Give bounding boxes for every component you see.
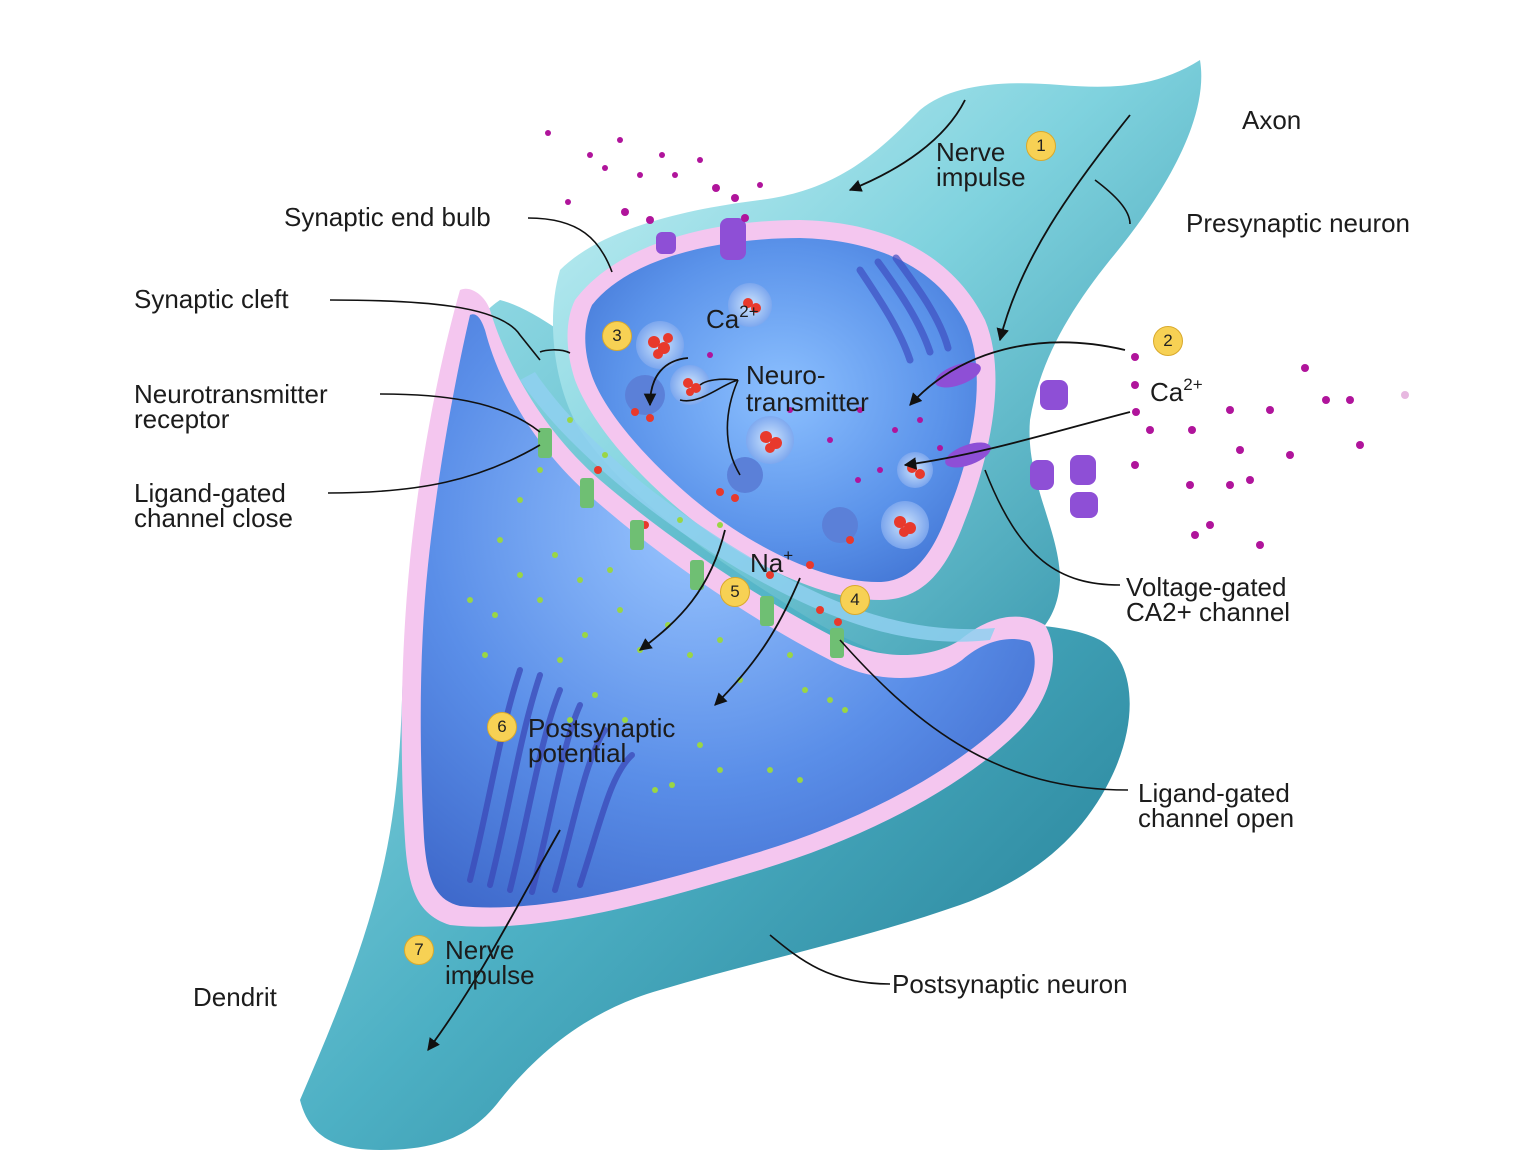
step-badge-7: 7	[404, 935, 434, 965]
step-badge-3: 3	[602, 321, 632, 351]
label-neurotransmitter-2: transmitter	[746, 387, 869, 417]
label-presynaptic-neuron: Presynaptic neuron	[1186, 208, 1411, 238]
step-badge-5: 5	[720, 577, 750, 607]
label-dendrit: Dendrit	[193, 982, 277, 1012]
label-nerve-impulse-bottom-2: impulse	[445, 960, 535, 990]
label-neurotransmitter-receptor: Neurotransmitter receptor	[134, 379, 328, 434]
postsynaptic-organelles	[467, 667, 635, 895]
synaptic-vesicles	[625, 283, 933, 549]
label-nerve-impulse-top-1: Nerve	[936, 137, 1006, 167]
presynaptic-interior	[585, 238, 977, 582]
label-ca-outer: Ca2+	[1150, 375, 1203, 407]
label-axon: Axon	[1242, 105, 1302, 135]
postsynaptic-interior	[420, 314, 1035, 908]
label-voltage-gated-channel: Voltage-gated CA2+ channel	[1126, 572, 1291, 627]
label-postsynaptic-potential-2: potential	[528, 738, 627, 768]
voltage-gated-channels	[656, 218, 1098, 518]
step-badge-2: 2	[1153, 326, 1183, 356]
process-arrows	[427, 99, 1131, 1052]
presynaptic-organelles	[856, 254, 952, 364]
step-badge-6: 6	[487, 712, 517, 742]
step-badge-4: 4	[840, 585, 870, 615]
label-nerve-impulse-top-2: impulse	[936, 162, 1026, 192]
calcium-ions	[545, 130, 1409, 549]
label-ligand-gated-open: Ligand-gated channel open	[1138, 778, 1295, 833]
label-postsynaptic-neuron: Postsynaptic neuron	[892, 969, 1128, 999]
label-na: Na+	[750, 546, 794, 578]
label-synaptic-cleft: Synaptic cleft	[134, 284, 289, 314]
leader-lines	[327, 179, 1131, 985]
label-ligand-gated-close: Ligand-gated channel close	[134, 478, 293, 533]
label-ca-inner: Ca2+	[706, 302, 759, 334]
receptors	[538, 428, 844, 658]
step-badge-1: 1	[1026, 131, 1056, 161]
transmitter-clusters	[594, 298, 925, 626]
label-neurotransmitter-1: Neuro-	[746, 360, 826, 390]
label-postsynaptic-potential-1: Postsynaptic	[528, 713, 676, 743]
label-nerve-impulse-bottom-1: Nerve	[445, 935, 515, 965]
label-synaptic-end-bulb: Synaptic end bulb	[284, 202, 491, 232]
sodium-ions	[467, 417, 848, 793]
